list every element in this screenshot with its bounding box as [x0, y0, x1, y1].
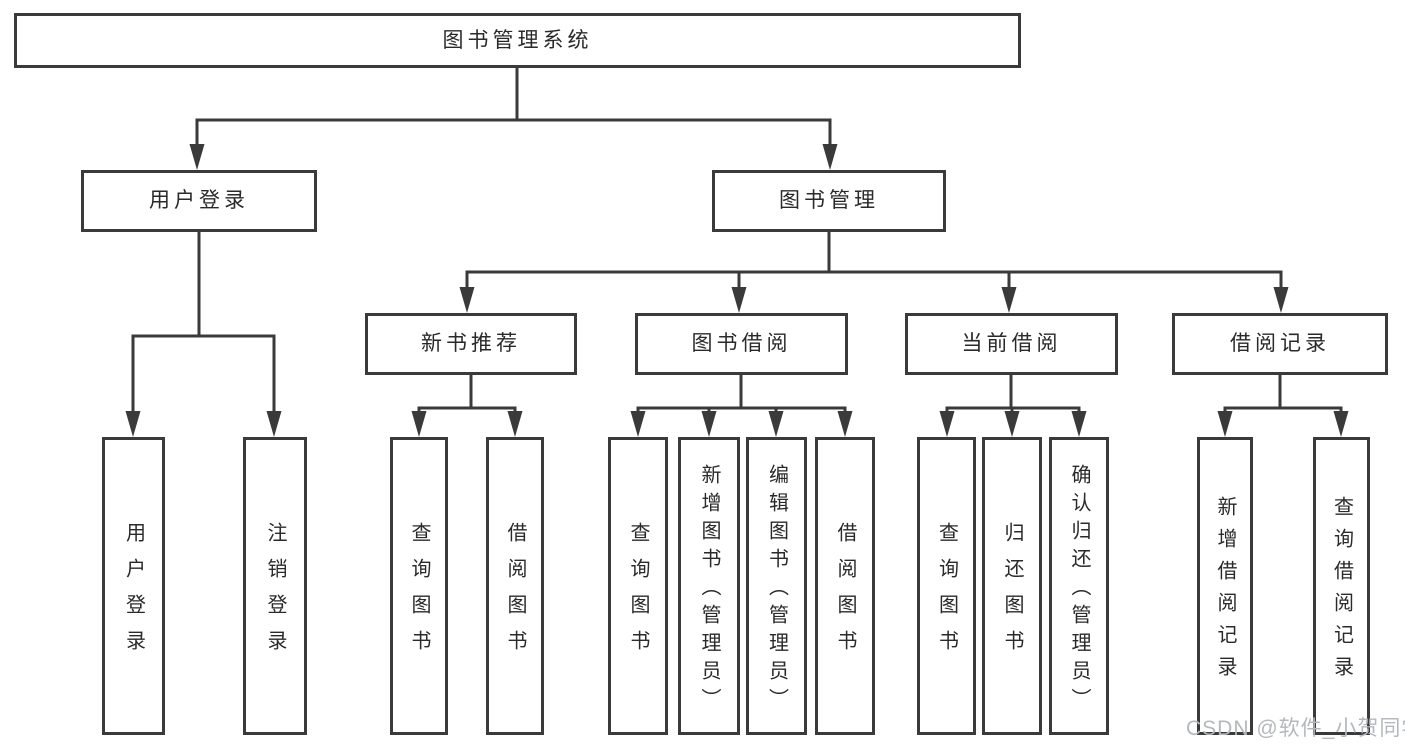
node-user-login: 用户登录 [81, 170, 317, 232]
node-current-borrow-label: 当前借阅 [961, 332, 1062, 356]
leaf-return-books-label: 归还图书 [1001, 522, 1023, 666]
leaf-add-borrow-record: 新增借阅记录 [1197, 437, 1253, 735]
leaf-add-books-admin-label: 新增图书（管理员） [698, 464, 720, 716]
leaf-recommend-borrow-books: 借阅图书 [486, 437, 544, 735]
leaf-logout-label: 注销登录 [264, 522, 286, 666]
leaf-return-books: 归还图书 [982, 437, 1042, 735]
leaf-edit-books-admin: 编辑图书（管理员） [746, 437, 807, 735]
node-root: 图书管理系统 [14, 13, 1021, 68]
leaf-borrow-query-books: 查询图书 [608, 437, 668, 735]
node-book-management-label: 图书管理 [779, 189, 879, 213]
leaf-borrow-query-books-label: 查询图书 [627, 522, 649, 666]
leaf-current-query-books-label: 查询图书 [935, 522, 958, 666]
node-current-borrow: 当前借阅 [905, 313, 1118, 375]
leaf-query-borrow-record-label: 查询借阅记录 [1330, 496, 1353, 688]
csdn-watermark: CSDN @软件_小贺同学 [1186, 717, 1405, 740]
arrowheads [125, 144, 1349, 437]
leaf-borrow-books: 借阅图书 [815, 437, 875, 735]
node-book-management: 图书管理 [712, 170, 946, 232]
leaf-user-login: 用户登录 [102, 437, 165, 735]
node-user-login-label: 用户登录 [149, 189, 249, 213]
leaf-borrow-books-label: 借阅图书 [834, 522, 856, 666]
leaf-confirm-return-admin-label: 确认归还（管理员） [1068, 464, 1090, 716]
leaf-recommend-query-books: 查询图书 [390, 437, 448, 735]
leaf-recommend-query-books-label: 查询图书 [408, 522, 430, 666]
node-new-book-recommend: 新书推荐 [365, 313, 577, 375]
leaf-logout: 注销登录 [243, 437, 307, 735]
node-borrow-records: 借阅记录 [1172, 313, 1388, 375]
leaf-user-login-label: 用户登录 [122, 522, 145, 666]
leaf-current-query-books: 查询图书 [917, 437, 976, 735]
leaf-add-borrow-record-label: 新增借阅记录 [1214, 496, 1236, 688]
node-book-borrow: 图书借阅 [635, 313, 848, 375]
node-root-label: 图书管理系统 [442, 28, 593, 52]
leaf-query-borrow-record: 查询借阅记录 [1313, 437, 1370, 735]
node-book-borrow-label: 图书借阅 [691, 332, 792, 356]
leaf-confirm-return-admin: 确认归还（管理员） [1049, 437, 1109, 735]
leaf-recommend-borrow-books-label: 借阅图书 [504, 522, 526, 666]
node-new-book-recommend-label: 新书推荐 [421, 332, 521, 356]
leaf-edit-books-admin-label: 编辑图书（管理员） [765, 464, 788, 716]
node-borrow-records-label: 借阅记录 [1230, 332, 1330, 356]
leaf-add-books-admin: 新增图书（管理员） [678, 437, 740, 735]
